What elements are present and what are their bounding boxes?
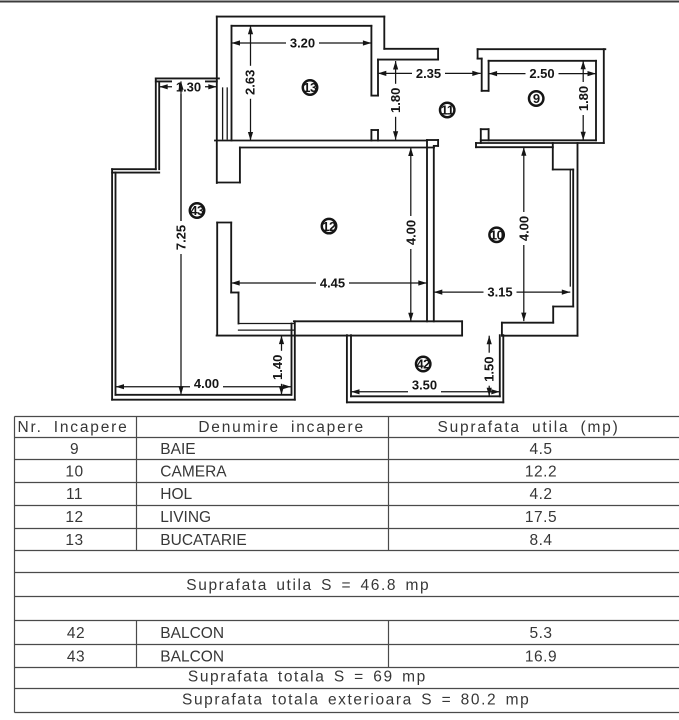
- svg-text:Suprafata totala S = 69 mp: Suprafata totala S = 69 mp: [188, 669, 427, 686]
- svg-text:9: 9: [533, 91, 540, 106]
- svg-text:4.00: 4.00: [516, 216, 531, 241]
- svg-text:BAIE: BAIE: [160, 441, 195, 458]
- svg-text:4.45: 4.45: [320, 276, 345, 291]
- svg-text:10: 10: [65, 463, 83, 480]
- svg-text:10: 10: [490, 228, 504, 243]
- svg-text:7.25: 7.25: [174, 225, 189, 250]
- svg-text:BUCATARIE: BUCATARIE: [160, 532, 246, 549]
- svg-text:CAMERA: CAMERA: [160, 463, 227, 480]
- svg-text:1.80: 1.80: [388, 88, 403, 113]
- svg-text:1.30: 1.30: [176, 80, 201, 95]
- svg-text:11: 11: [66, 486, 83, 503]
- svg-text:4.2: 4.2: [529, 486, 552, 503]
- svg-text:3.20: 3.20: [290, 36, 315, 51]
- svg-text:8.4: 8.4: [529, 532, 552, 549]
- svg-text:4.00: 4.00: [194, 376, 219, 391]
- svg-text:42: 42: [416, 357, 430, 372]
- svg-text:Nr. Incapere: Nr. Incapere: [17, 419, 128, 436]
- svg-text:3.15: 3.15: [487, 285, 512, 300]
- svg-text:12: 12: [322, 219, 336, 234]
- svg-text:4.5: 4.5: [529, 441, 552, 458]
- svg-text:12: 12: [65, 509, 83, 526]
- svg-text:4.00: 4.00: [403, 220, 418, 245]
- svg-text:1.50: 1.50: [482, 357, 497, 382]
- svg-text:LIVING: LIVING: [160, 509, 211, 526]
- svg-text:11: 11: [441, 103, 454, 118]
- svg-text:9: 9: [70, 441, 79, 458]
- svg-text:43: 43: [190, 203, 204, 218]
- svg-text:42: 42: [67, 625, 85, 642]
- svg-text:Denumire incapere: Denumire incapere: [198, 419, 365, 436]
- svg-text:13: 13: [303, 80, 317, 95]
- svg-text:1.80: 1.80: [576, 86, 591, 111]
- svg-text:17.5: 17.5: [525, 509, 557, 526]
- svg-text:Suprafata utila S = 46.8 mp: Suprafata utila S = 46.8 mp: [186, 577, 430, 594]
- svg-text:12.2: 12.2: [525, 463, 557, 480]
- svg-text:BALCON: BALCON: [160, 648, 224, 665]
- svg-text:43: 43: [67, 648, 85, 665]
- svg-text:2.63: 2.63: [243, 70, 258, 95]
- svg-text:2.35: 2.35: [416, 66, 441, 81]
- svg-text:3.50: 3.50: [412, 378, 437, 393]
- svg-text:2.50: 2.50: [529, 66, 554, 81]
- svg-text:Suprafata utila (mp): Suprafata utila (mp): [437, 419, 619, 436]
- svg-text:Suprafata totala exterioara S: Suprafata totala exterioara S = 80.2 mp: [182, 692, 530, 709]
- svg-text:BALCON: BALCON: [160, 625, 224, 642]
- svg-text:16.9: 16.9: [525, 648, 557, 665]
- svg-text:5.3: 5.3: [529, 625, 552, 642]
- svg-text:1.40: 1.40: [270, 355, 285, 380]
- svg-text:HOL: HOL: [160, 486, 192, 503]
- svg-text:13: 13: [65, 532, 83, 549]
